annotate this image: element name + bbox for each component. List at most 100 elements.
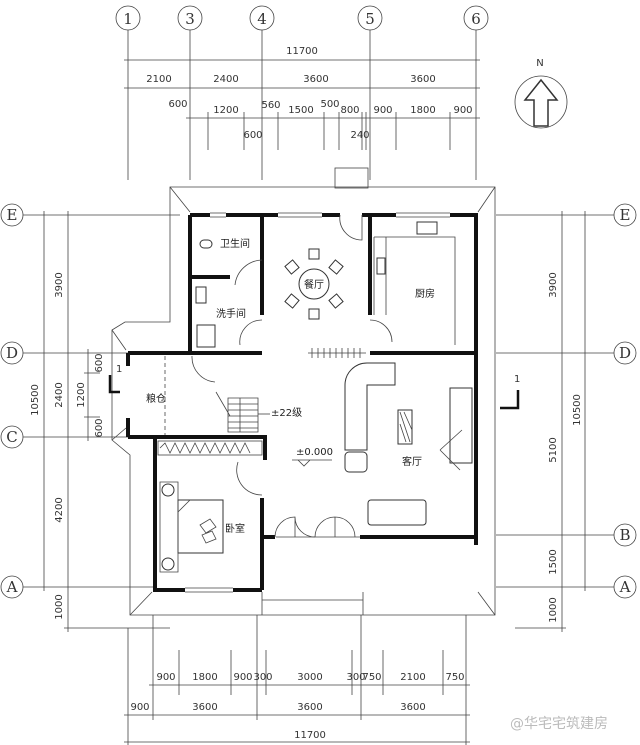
- bed: [177, 499, 224, 554]
- railing: [308, 348, 366, 358]
- north-label: N: [536, 58, 543, 69]
- axis-4: 4: [257, 10, 267, 28]
- dim-text: 1500: [548, 549, 559, 574]
- dim-text: 1000: [54, 594, 65, 619]
- room-labels: 卫生间 洗手间 餐厅 厨房 粮仓 ±22级 ±0.000 客厅 卧室: [146, 237, 435, 535]
- room-label-washroom: 洗手间: [216, 307, 246, 320]
- dim-text: 900: [233, 672, 252, 683]
- axis-E: E: [7, 206, 18, 224]
- top-dimensions: 11700 2100 2400 3600 3600 600 1200 560 1…: [146, 46, 472, 141]
- dim-text: 750: [445, 672, 464, 683]
- washbasin: [195, 286, 207, 304]
- dim-text: 240: [350, 130, 369, 141]
- axis-D: D: [619, 344, 631, 362]
- floor-elevation-label: ±0.000: [296, 447, 333, 458]
- axis-B: B: [619, 526, 630, 544]
- room-label-dining: 餐厅: [304, 278, 324, 291]
- axis-E: E: [620, 206, 631, 224]
- dim-text: 1500: [288, 105, 313, 116]
- dim-text: 600: [94, 418, 105, 437]
- dim-text: 2400: [54, 382, 65, 407]
- dim-text: 900: [130, 702, 149, 713]
- dim-text: 600: [243, 130, 262, 141]
- axis-1: 1: [123, 10, 133, 28]
- dim-text: 3000: [297, 672, 322, 683]
- doors: [191, 214, 393, 538]
- dim-text: 11700: [294, 730, 326, 741]
- dim-text: 3600: [400, 702, 425, 713]
- dim-text: 3600: [303, 74, 328, 85]
- axis-3: 3: [185, 10, 195, 28]
- axis-A: A: [619, 578, 631, 596]
- walls: [126, 212, 478, 593]
- dim-text: 10500: [572, 394, 583, 426]
- kitchen-counter: [373, 236, 456, 345]
- dim-text: 600: [94, 353, 105, 372]
- dim-text: 560: [261, 100, 280, 111]
- dim-text: 600: [168, 99, 187, 110]
- dining-chairs: [284, 248, 344, 320]
- watermark: @华宅宅筑建房: [510, 716, 608, 732]
- axis-headers-right: E D B A 3900 5100 1500 1000 10500: [496, 203, 637, 632]
- dim-text: 11700: [286, 46, 318, 57]
- dim-text: 2100: [400, 672, 425, 683]
- chimney: [334, 167, 369, 189]
- tv-cabinet: [449, 387, 473, 464]
- dim-text: 1800: [410, 105, 435, 116]
- dim-text: 3600: [297, 702, 322, 713]
- sink: [376, 257, 386, 275]
- axis-headers-left: E D C A 10500 3900 2400 4200 1000 600 12…: [0, 203, 180, 632]
- furniture: [159, 221, 473, 573]
- dim-text: 5100: [548, 437, 559, 462]
- dim-text: 1800: [192, 672, 217, 683]
- room-label-living: 客厅: [402, 455, 422, 468]
- axis-headers-top: 1 3 4 5 6: [115, 5, 489, 180]
- dim-text: 900: [373, 105, 392, 116]
- section-label-left: 1: [116, 364, 122, 375]
- dim-text: 900: [156, 672, 175, 683]
- dim-text: 3900: [548, 272, 559, 297]
- dim-text: 4200: [54, 497, 65, 522]
- sofa: [367, 499, 427, 526]
- room-label-bedroom: 卧室: [225, 522, 245, 535]
- north-arrow: N: [514, 58, 568, 129]
- dim-text: 1200: [213, 105, 238, 116]
- dim-text: 1000: [548, 597, 559, 622]
- dim-text: 300: [346, 672, 365, 683]
- dim-text: 750: [362, 672, 381, 683]
- roof-eave-outline: [111, 167, 496, 616]
- section-label-right: 1: [514, 374, 520, 385]
- axis-C: C: [6, 428, 17, 446]
- axis-5: 5: [365, 10, 375, 28]
- stairs: [215, 391, 259, 433]
- axis-6: 6: [471, 10, 481, 28]
- dim-text: 1200: [76, 382, 87, 407]
- sectional-sofa: [344, 362, 396, 451]
- dim-text: 3600: [192, 702, 217, 713]
- axis-D: D: [6, 344, 18, 362]
- dining-table: [298, 268, 330, 300]
- dim-text: 900: [453, 105, 472, 116]
- dim-text: 2400: [213, 74, 238, 85]
- stove: [416, 221, 438, 235]
- stairs-label: ±22级: [271, 407, 302, 419]
- axis-A: A: [6, 578, 18, 596]
- room-label-bathroom: 卫生间: [220, 237, 250, 250]
- wardrobe: [157, 440, 263, 456]
- toilet: [199, 239, 213, 249]
- washing-machine: [196, 324, 216, 348]
- dim-text: 3600: [410, 74, 435, 85]
- dim-text: 300: [253, 672, 272, 683]
- armchair: [344, 451, 368, 473]
- room-label-granary: 粮仓: [146, 392, 166, 405]
- arrow-up-icon: [523, 78, 559, 127]
- section-marks: 1 1: [108, 364, 520, 410]
- bottom-dimensions: 900 1800 900 300 3000 300 750 2100 750 9…: [124, 615, 470, 745]
- dim-text: 800: [340, 105, 359, 116]
- dim-text: 2100: [146, 74, 171, 85]
- dim-text: 10500: [30, 384, 41, 416]
- room-label-kitchen: 厨房: [415, 287, 435, 300]
- dim-text: 3900: [54, 272, 65, 297]
- dim-text: 500: [320, 99, 339, 110]
